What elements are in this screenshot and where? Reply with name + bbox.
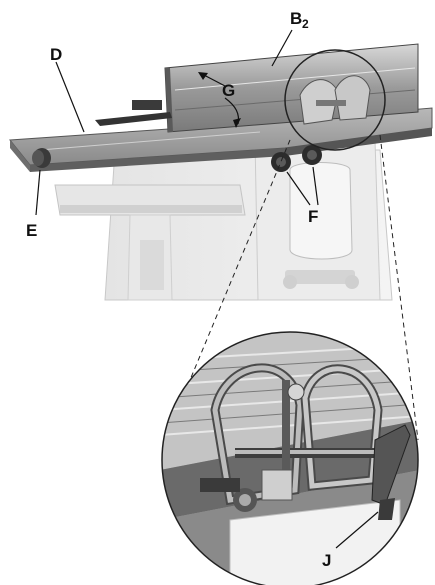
leader-lines [35, 29, 379, 549]
callout-label-g: G [222, 81, 235, 100]
callout-label-d: D [50, 45, 62, 64]
knobs-f [271, 145, 322, 172]
callout-b2: B 2 [290, 9, 309, 31]
machine-stand [54, 139, 393, 301]
arrowheads [198, 72, 241, 128]
detail-view [161, 331, 419, 585]
callout-label-f: F [308, 207, 318, 226]
callout-label-j: J [322, 551, 331, 570]
callout-label-e: E [26, 221, 37, 240]
detail-marker-circle [284, 49, 386, 151]
callout-label-b-subscript: 2 [302, 17, 309, 31]
callout-label-b: B [290, 9, 302, 28]
knob-e [32, 148, 51, 168]
fence-bracket-small [299, 75, 371, 125]
